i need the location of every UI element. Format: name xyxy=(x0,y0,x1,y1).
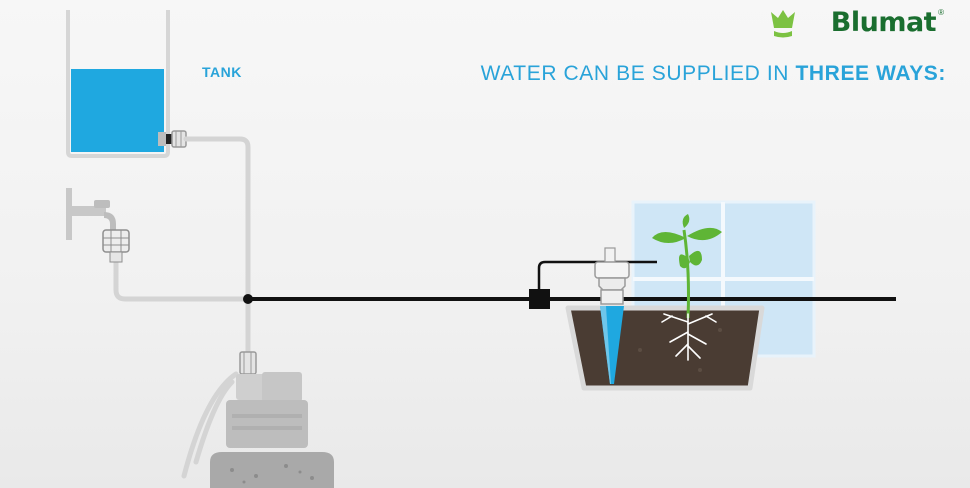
brand-registered-mark: ® xyxy=(938,7,944,17)
tank-label: TANK xyxy=(202,64,242,80)
sensor-icon xyxy=(594,247,630,384)
supply-pipes xyxy=(113,136,251,479)
crown-logo-icon xyxy=(771,10,795,38)
main-supply-line xyxy=(243,260,896,309)
headline-emphasis: THREE WAYS: xyxy=(795,62,946,85)
headline-prefix: WATER CAN BE SUPPLIED IN xyxy=(480,62,796,85)
tank-icon xyxy=(66,10,187,158)
headline: WATER CAN BE SUPPLIED IN THREE WAYS: xyxy=(481,62,946,86)
plant-icon xyxy=(652,214,722,361)
pump-icon xyxy=(210,351,334,488)
faucet-icon xyxy=(66,188,130,263)
brand-name: Blumat xyxy=(830,6,937,38)
brand-logo: Blumat ® xyxy=(797,4,948,40)
